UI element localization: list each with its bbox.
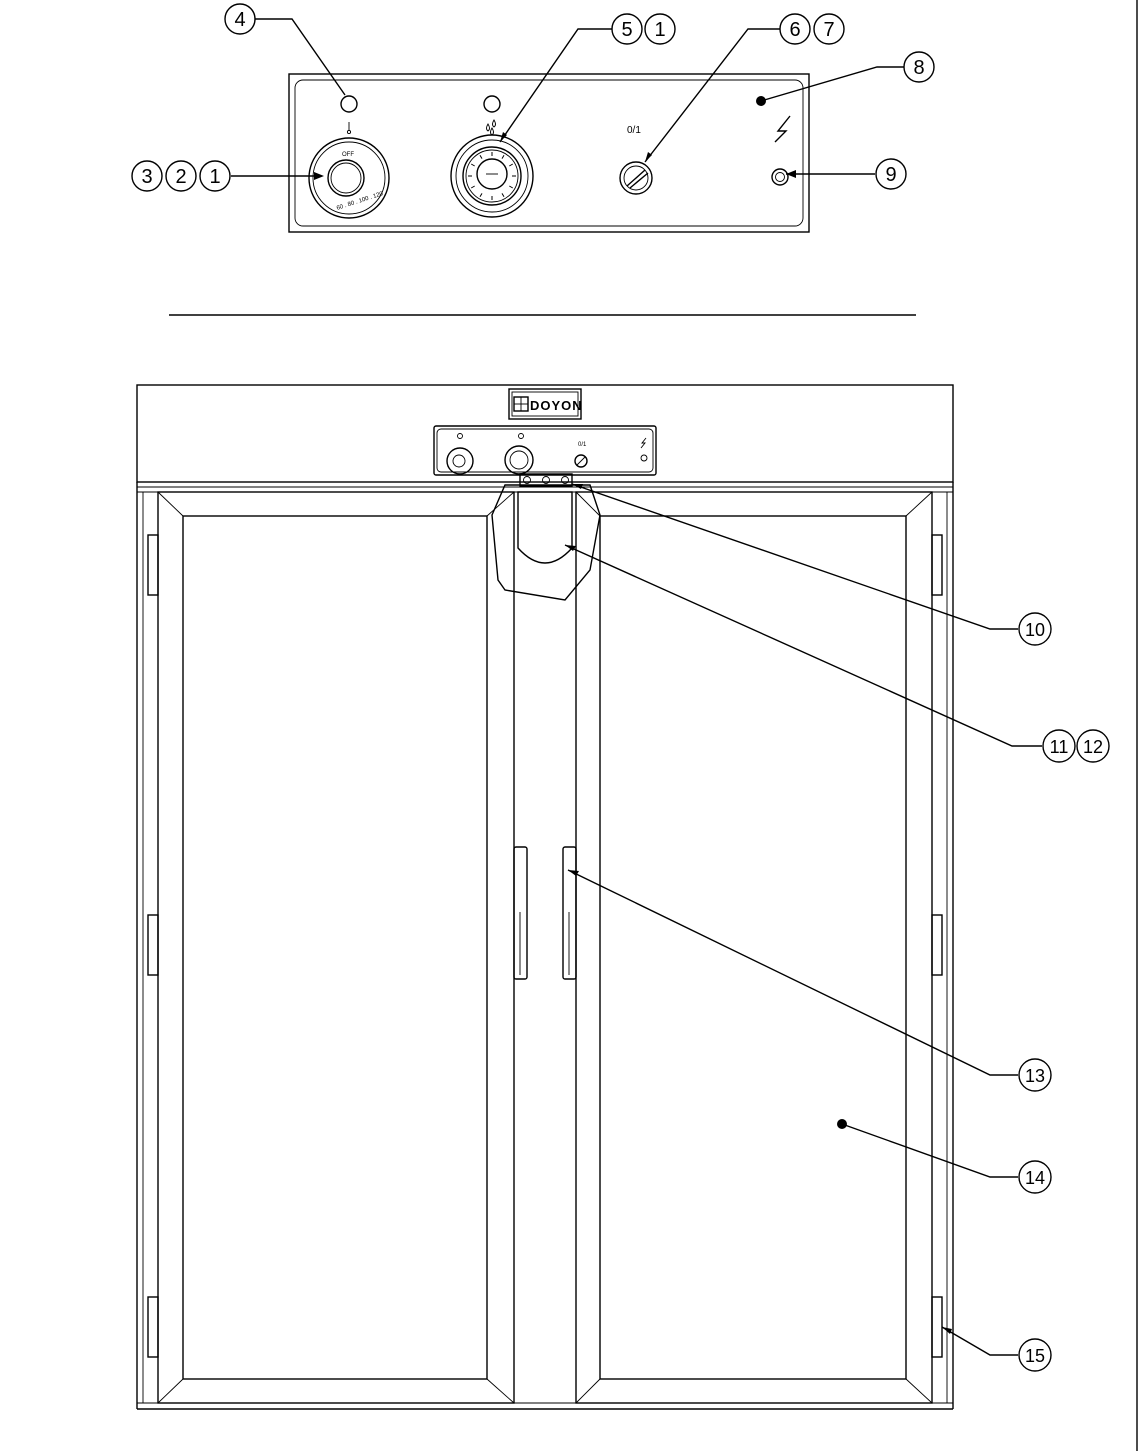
dial-tick [479, 193, 483, 198]
callout-6-7: 6 7 [779, 13, 845, 45]
svg-text:10: 10 [1025, 620, 1045, 640]
hinge [931, 1296, 943, 1358]
door-handles [513, 846, 577, 980]
hinge [147, 534, 159, 596]
dial-tick [479, 154, 483, 159]
humidity-dial-ticks [468, 152, 516, 200]
proofer-cabinet: DOYON 0/1 [136, 384, 954, 1410]
thermostat-pilot-light [340, 95, 358, 113]
mini-switch-label: 0/1 [578, 442, 587, 448]
svg-text:7: 7 [823, 19, 834, 41]
svg-text:1: 1 [209, 166, 220, 188]
svg-text:2: 2 [175, 166, 186, 188]
humidity-dial [450, 134, 534, 218]
hinge [931, 534, 943, 596]
dial-tick [509, 185, 514, 189]
callout-15: 15 [1018, 1338, 1052, 1372]
callout-9: 9 [875, 158, 907, 190]
mini-control-panel: 0/1 [433, 425, 657, 476]
svg-text:4: 4 [234, 9, 245, 31]
right-door [575, 491, 933, 1404]
water-reservoir-unit [491, 473, 601, 601]
svg-text:6: 6 [789, 19, 800, 41]
humidity-pilot-light [483, 95, 501, 113]
svg-text:9: 9 [885, 164, 896, 186]
hinge [147, 914, 159, 976]
panel-outer-frame [288, 73, 810, 233]
svg-text:13: 13 [1025, 1066, 1045, 1086]
left-door [157, 491, 515, 1404]
callout-11-12: 11 12 [1042, 729, 1110, 763]
thermostat-dial: OFF 60 . 80 . 100 . 120 [308, 137, 390, 219]
on-off-switch [619, 161, 653, 195]
dial-tick [470, 185, 475, 189]
callout-5-1: 5 1 [611, 13, 676, 45]
thermometer-icon [346, 122, 352, 135]
switch-label: 0/1 [627, 125, 641, 136]
callout-14: 14 [1018, 1160, 1052, 1194]
svg-text:3: 3 [141, 166, 152, 188]
power-indicator-light [771, 168, 789, 186]
callout-13: 13 [1018, 1058, 1052, 1092]
callout-8: 8 [903, 51, 935, 83]
callout-10: 10 [1018, 612, 1052, 646]
hinge [931, 914, 943, 976]
door-hinges [147, 534, 943, 1358]
svg-text:12: 12 [1083, 737, 1103, 757]
svg-text:14: 14 [1025, 1168, 1045, 1188]
callout-4: 4 [224, 3, 256, 35]
right-door-handle [562, 846, 577, 980]
callout-bubbles: 4 5 1 6 7 8 3 2 1 9 [131, 3, 1110, 1372]
dial-tick [501, 193, 505, 198]
dial-tick [501, 154, 505, 159]
dial-tick [470, 163, 475, 167]
leader-lines [231, 18, 1042, 1356]
svg-text:8: 8 [913, 57, 924, 79]
control-panel-detail: OFF 60 . 80 . 100 . 120 0/1 [288, 73, 810, 233]
brand-name: DOYON [530, 398, 583, 413]
panel-inner-frame [294, 79, 804, 227]
cabinet-header [136, 384, 954, 483]
lightning-bolt-icon [774, 115, 791, 143]
svg-text:1: 1 [654, 19, 665, 41]
hinge [147, 1296, 159, 1358]
dial-tick [509, 163, 514, 167]
water-drops-icon [486, 119, 496, 136]
callout-3-2-1: 3 2 1 [131, 160, 231, 192]
svg-text:5: 5 [621, 19, 632, 41]
left-door-handle [513, 846, 528, 980]
thermostat-off-label: OFF [342, 152, 354, 158]
svg-text:11: 11 [1050, 737, 1069, 757]
doyon-logo-plate: DOYON [508, 388, 583, 420]
svg-text:15: 15 [1025, 1346, 1045, 1366]
thermostat-scale-label: 60 . 80 . 100 . 120 [336, 191, 384, 212]
